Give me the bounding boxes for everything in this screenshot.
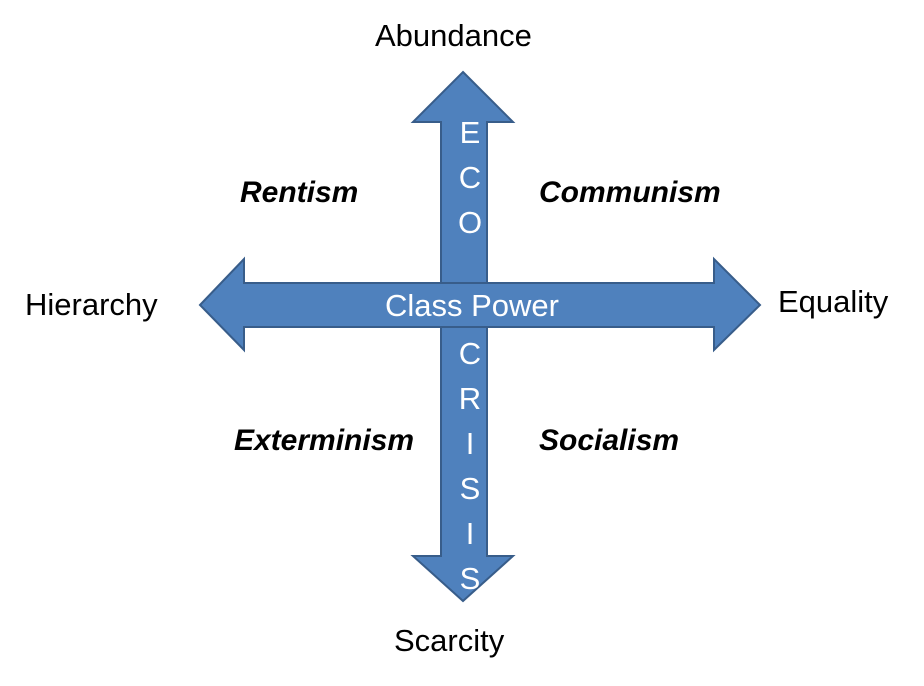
horizontal-arrow-label: Class Power bbox=[385, 288, 559, 323]
vertical-arrow-letter: C bbox=[458, 160, 482, 195]
vertical-arrow-letter: C bbox=[458, 336, 482, 371]
quadrant-label-bottom-left: Exterminism bbox=[234, 424, 415, 457]
vertical-arrow-letter: I bbox=[465, 426, 475, 461]
vertical-arrow-letter: O bbox=[457, 205, 483, 240]
axis-label-bottom: Scarcity bbox=[394, 623, 505, 658]
vertical-arrow-letter: S bbox=[459, 561, 481, 596]
vertical-arrow bbox=[410, 70, 516, 603]
axis-label-right: Equality bbox=[778, 284, 889, 319]
vertical-arrow-letter: R bbox=[458, 381, 482, 416]
vertical-arrow-letter: E bbox=[459, 115, 481, 150]
quadrant-label-bottom-right: Socialism bbox=[539, 424, 680, 457]
quadrant-label-top-left: Rentism bbox=[240, 176, 359, 209]
vertical-arrow-letter: I bbox=[465, 516, 475, 551]
quadrant-label-top-right: Communism bbox=[539, 176, 721, 209]
vertical-arrow-letter: S bbox=[459, 471, 481, 506]
axis-label-left: Hierarchy bbox=[25, 287, 158, 322]
axis-label-top: Abundance bbox=[375, 18, 532, 53]
